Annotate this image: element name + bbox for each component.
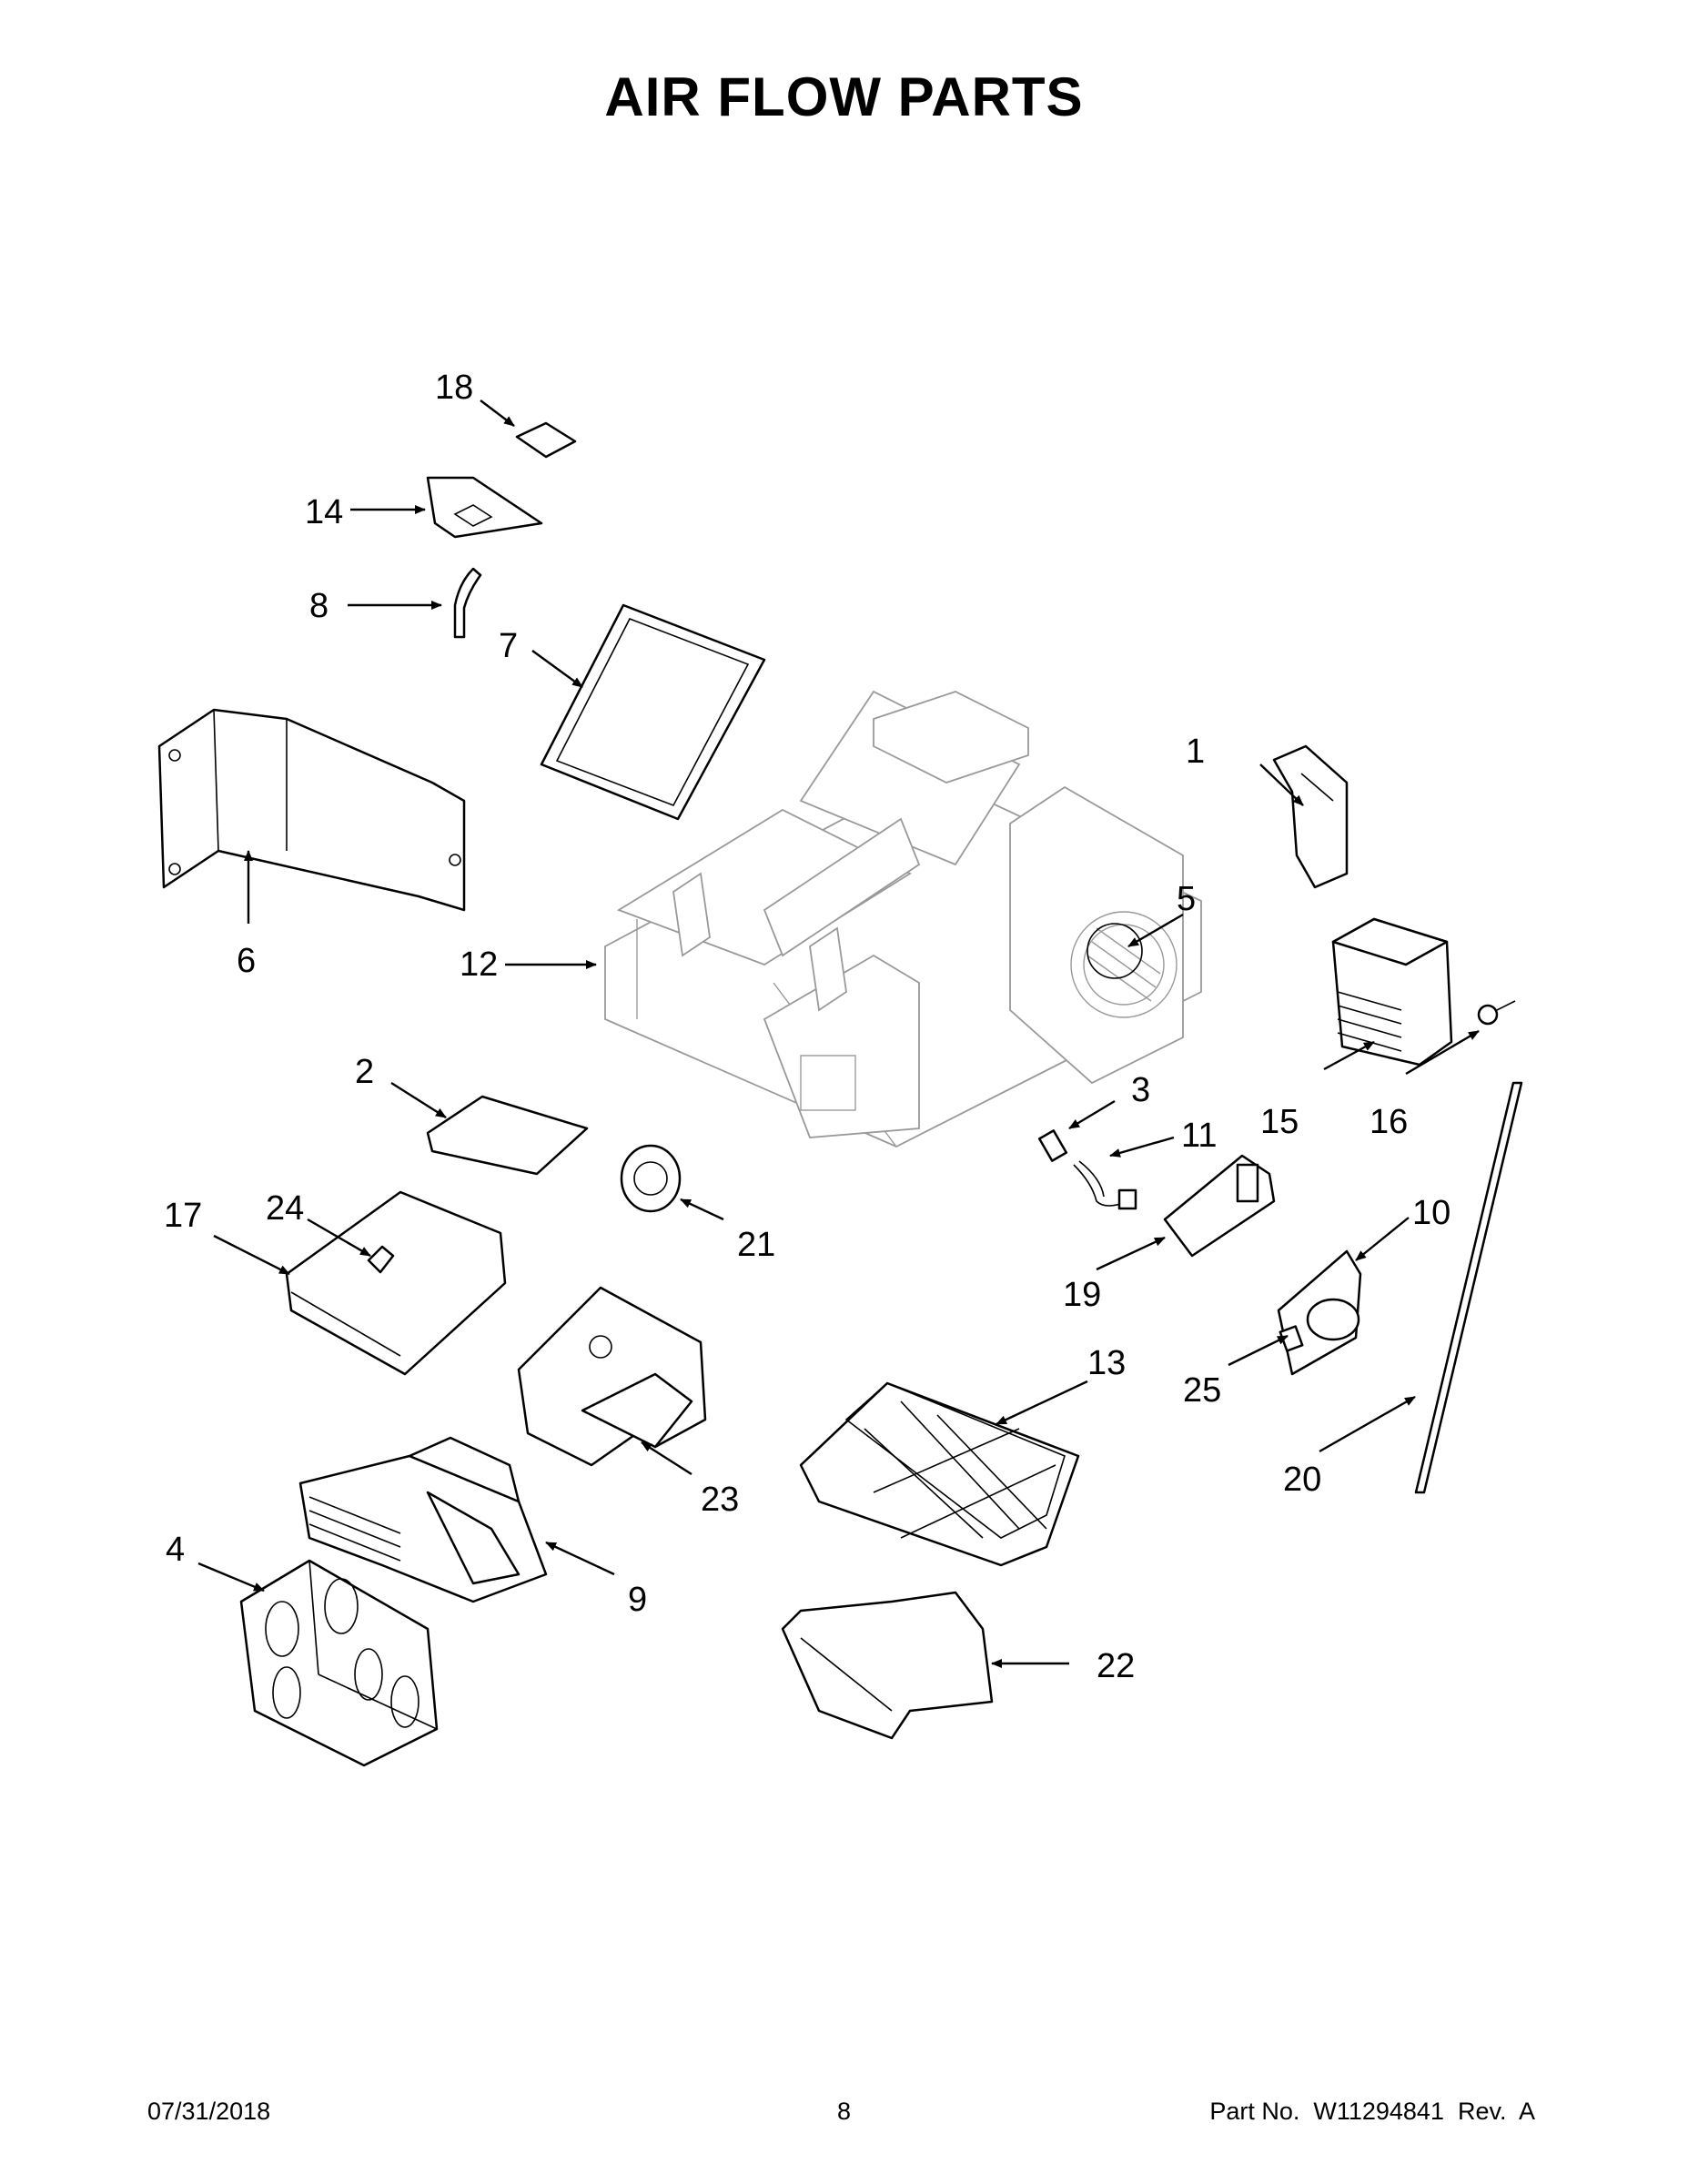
part-5-blower-wheel	[1087, 923, 1143, 979]
callout-1: 1	[1186, 733, 1205, 771]
callout-15: 15	[1260, 1103, 1299, 1141]
callout-16: 16	[1370, 1103, 1408, 1141]
callout-13: 13	[1087, 1344, 1126, 1382]
callout-14: 14	[305, 493, 343, 531]
callout-20: 20	[1283, 1461, 1321, 1499]
part-23-damper-housing	[517, 1286, 707, 1467]
leader-lines	[197, 399, 1480, 1668]
part-14-cover	[426, 476, 543, 539]
part-21-fan	[620, 1144, 682, 1213]
footer-date: 07/31/2018	[147, 2098, 271, 2125]
part-17-duct-cover	[285, 1190, 507, 1376]
part-6-vent-cover	[157, 708, 466, 912]
callout-11: 11	[1181, 1117, 1217, 1155]
callout-17: 17	[164, 1197, 202, 1235]
callout-2: 2	[355, 1053, 374, 1091]
callout-5: 5	[1177, 880, 1196, 918]
part-2-plate	[426, 1095, 589, 1176]
callout-23: 23	[701, 1481, 739, 1519]
callout-4: 4	[166, 1531, 185, 1569]
callout-9: 9	[628, 1581, 647, 1619]
part-4-shroud	[239, 1559, 439, 1767]
callout-7: 7	[499, 627, 518, 665]
callout-8: 8	[309, 587, 329, 625]
part-7-filter-frame	[540, 603, 766, 821]
callout-3: 3	[1131, 1071, 1150, 1109]
part-20-rod	[1414, 1081, 1523, 1494]
callout-10: 10	[1412, 1194, 1450, 1232]
part-3-sensor	[1037, 1129, 1068, 1162]
part-16-thermal-fuse	[1477, 1000, 1516, 1026]
part-15-transformer	[1331, 917, 1453, 1067]
callout-18: 18	[435, 369, 473, 407]
main-housing-drawing	[604, 690, 1202, 1148]
part-11-harness	[1073, 1160, 1137, 1210]
callout-19: 19	[1063, 1276, 1101, 1314]
part-22-duct	[781, 1591, 994, 1740]
part-18-label	[515, 421, 577, 459]
footer-page-number: 8	[836, 2098, 852, 2125]
part-8-tube	[453, 567, 482, 639]
callout-24: 24	[266, 1189, 304, 1228]
part-13-grille	[799, 1381, 1080, 1567]
callout-22: 22	[1097, 1647, 1135, 1685]
part-24-clip	[367, 1245, 395, 1274]
part-10-thermostat-bracket	[1277, 1249, 1362, 1376]
callout-12: 12	[460, 945, 498, 984]
callout-25: 25	[1183, 1371, 1221, 1410]
part-19-board	[1163, 1154, 1276, 1258]
part-9-duct-assembly	[298, 1436, 548, 1603]
page-title: AIR FLOW PARTS	[604, 66, 1084, 127]
callout-numbers: 1 2 3 4 5 6 7 8 9 10 11 12 13 14 15 16 1…	[164, 369, 1450, 1685]
callout-6: 6	[237, 942, 256, 980]
footer-part-number: Part No. W11294841 Rev. A	[1209, 2098, 1535, 2125]
callout-21: 21	[737, 1226, 775, 1264]
part-1-bracket	[1272, 744, 1349, 889]
